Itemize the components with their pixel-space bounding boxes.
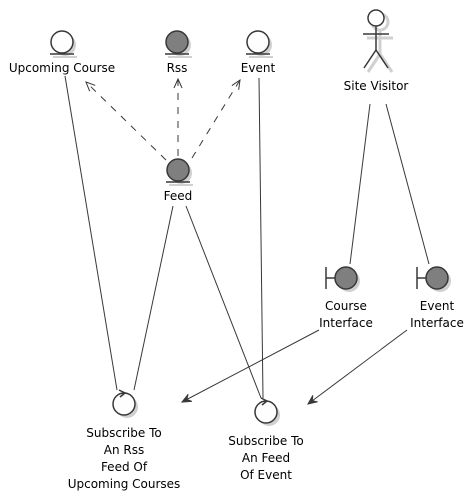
node-label: Of Event bbox=[240, 468, 292, 482]
boundary-icon bbox=[416, 266, 451, 292]
node-label: Feed Of bbox=[101, 460, 148, 474]
edge-upcoming-course-to-subscribe-rss bbox=[64, 75, 118, 391]
node-label: Rss bbox=[167, 61, 188, 75]
node-rss[interactable]: Rss bbox=[165, 30, 192, 75]
edge-line bbox=[385, 103, 430, 265]
node-label: Upcoming Courses bbox=[68, 477, 181, 491]
edge-line bbox=[191, 79, 241, 159]
node-label: Course bbox=[325, 299, 367, 313]
node-feed[interactable]: Feed bbox=[164, 158, 193, 203]
edge-course-interface-to-subscribe-rss bbox=[180, 329, 320, 403]
arrow-head-icon bbox=[180, 393, 193, 403]
edge-event-interface-to-subscribe-event bbox=[307, 329, 408, 405]
actor-icon bbox=[363, 9, 394, 73]
node-label: Upcoming Course bbox=[9, 61, 115, 75]
control-icon bbox=[112, 389, 138, 418]
edge-site-visitor-to-event-interface bbox=[385, 103, 430, 265]
node-label: An Feed bbox=[242, 451, 290, 465]
entity-icon bbox=[246, 30, 273, 58]
edge-feed-to-upcoming-course bbox=[85, 81, 167, 161]
edge-line bbox=[349, 103, 371, 265]
open-arrow-head-icon bbox=[85, 81, 96, 92]
open-arrow-head-icon bbox=[231, 78, 241, 90]
control-icon bbox=[254, 397, 280, 426]
node-label: Subscribe To bbox=[86, 426, 161, 440]
node-label: Feed bbox=[164, 189, 193, 203]
edge-line bbox=[181, 329, 320, 403]
entity-icon bbox=[50, 30, 77, 58]
node-label: Event bbox=[241, 61, 276, 75]
entity-icon bbox=[165, 30, 192, 58]
edge-feed-to-subscribe-event bbox=[185, 205, 262, 399]
edge-feed-to-subscribe-rss bbox=[133, 205, 174, 391]
node-label: Site Visitor bbox=[344, 79, 409, 93]
edge-feed-to-rss bbox=[173, 77, 183, 156]
node-event[interactable]: Event bbox=[241, 30, 276, 75]
arrow-head-icon bbox=[307, 395, 318, 405]
edge-feed-to-event bbox=[191, 78, 241, 159]
node-site-visitor[interactable]: Site Visitor bbox=[344, 9, 409, 93]
edge-line bbox=[85, 81, 167, 161]
edge-line bbox=[307, 329, 408, 405]
node-label: Subscribe To bbox=[228, 434, 303, 448]
boundary-icon bbox=[325, 266, 360, 292]
edge-site-visitor-to-course-interface bbox=[349, 103, 371, 265]
open-arrow-head-icon bbox=[173, 77, 183, 89]
edge-line bbox=[185, 205, 262, 399]
node-subscribe-event[interactable]: Subscribe To An Feed Of Event bbox=[228, 397, 304, 482]
edge-line bbox=[258, 77, 264, 399]
node-label: Interface bbox=[410, 316, 464, 330]
edge-line bbox=[64, 75, 118, 391]
entity-icon bbox=[166, 158, 193, 186]
node-upcoming-course[interactable]: Upcoming Course bbox=[9, 30, 115, 75]
edges-layer bbox=[64, 75, 430, 405]
edge-line bbox=[133, 205, 174, 391]
node-label: Event bbox=[420, 299, 455, 313]
edge-event-to-subscribe-event bbox=[258, 77, 264, 399]
node-label: An Rss bbox=[104, 443, 144, 457]
node-label: Interface bbox=[319, 316, 373, 330]
